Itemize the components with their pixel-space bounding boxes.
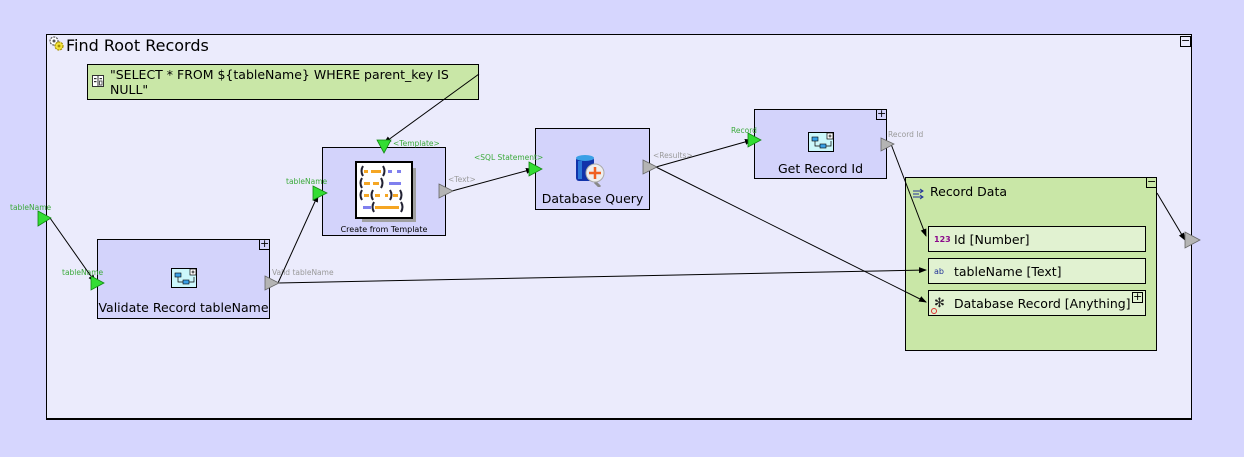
workflow-title: Find Root Records: [48, 35, 209, 55]
database-record-expand-button[interactable]: +: [1132, 290, 1143, 303]
workflow-input-label: tableName: [10, 203, 52, 212]
text-icon: ab: [934, 266, 944, 276]
field-id[interactable]: 123 Id [Number]: [928, 226, 1146, 252]
template-icon: [355, 161, 417, 227]
note-text: "SELECT * FROM ${tableName} WHERE parent…: [110, 67, 449, 97]
get-record-id-node-label: Get Record Id: [777, 161, 864, 176]
record-data-collapse-button[interactable]: −: [1146, 175, 1157, 188]
query-output-label: <Results>: [653, 151, 693, 160]
query-input-label: <SQL Statement>: [474, 153, 544, 162]
anything-icon: ✻: [934, 295, 945, 311]
workflow-title-text: Find Root Records: [66, 35, 209, 55]
get-id-output-label: Record Id: [888, 130, 924, 139]
workflow-collapse-button[interactable]: −: [1180, 34, 1191, 47]
field-database-record[interactable]: ✻ Database Record [Anything] +: [928, 290, 1146, 316]
get-record-id-expand-button[interactable]: +: [876, 107, 887, 120]
field-label: Database Record [Anything]: [954, 295, 1131, 311]
field-label: Id [Number]: [954, 231, 1030, 247]
record-data-title: Record Data: [930, 184, 1008, 199]
field-tablename[interactable]: ab tableName [Text]: [928, 258, 1146, 284]
create-from-template-node[interactable]: Create from Template: [322, 147, 446, 236]
validate-input-label: tableName: [62, 268, 104, 277]
validate-node-label: Validate Record tableName: [98, 300, 269, 315]
database-query-node[interactable]: Database Query: [535, 128, 650, 210]
template-port-label: <Template>: [393, 139, 440, 148]
database-query-icon: [574, 153, 608, 191]
database-query-node-label: Database Query: [541, 191, 644, 206]
number-icon: 123: [934, 234, 951, 244]
subworkflow-icon: [808, 132, 834, 156]
validate-expand-button[interactable]: +: [259, 237, 270, 250]
required-marker-icon: [931, 308, 937, 314]
sql-template-note[interactable]: "SELECT * FROM ${tableName} WHERE parent…: [87, 64, 479, 100]
record-icon: [912, 185, 926, 204]
validate-record-node[interactable]: + Validate Record tableName: [97, 237, 270, 319]
get-record-id-node[interactable]: + Get Record Id: [754, 107, 887, 179]
template-node-label: Create from Template: [340, 225, 428, 234]
template-input-label: tableName: [286, 177, 328, 186]
field-label: tableName [Text]: [954, 263, 1062, 279]
validate-output-label: Valid tableName: [272, 268, 334, 277]
template-output-label: <Text>: [448, 175, 476, 184]
gears-icon: [48, 35, 64, 55]
get-id-input-label: Record: [731, 126, 757, 135]
subworkflow-icon: [171, 268, 197, 292]
note-icon: [92, 74, 104, 90]
